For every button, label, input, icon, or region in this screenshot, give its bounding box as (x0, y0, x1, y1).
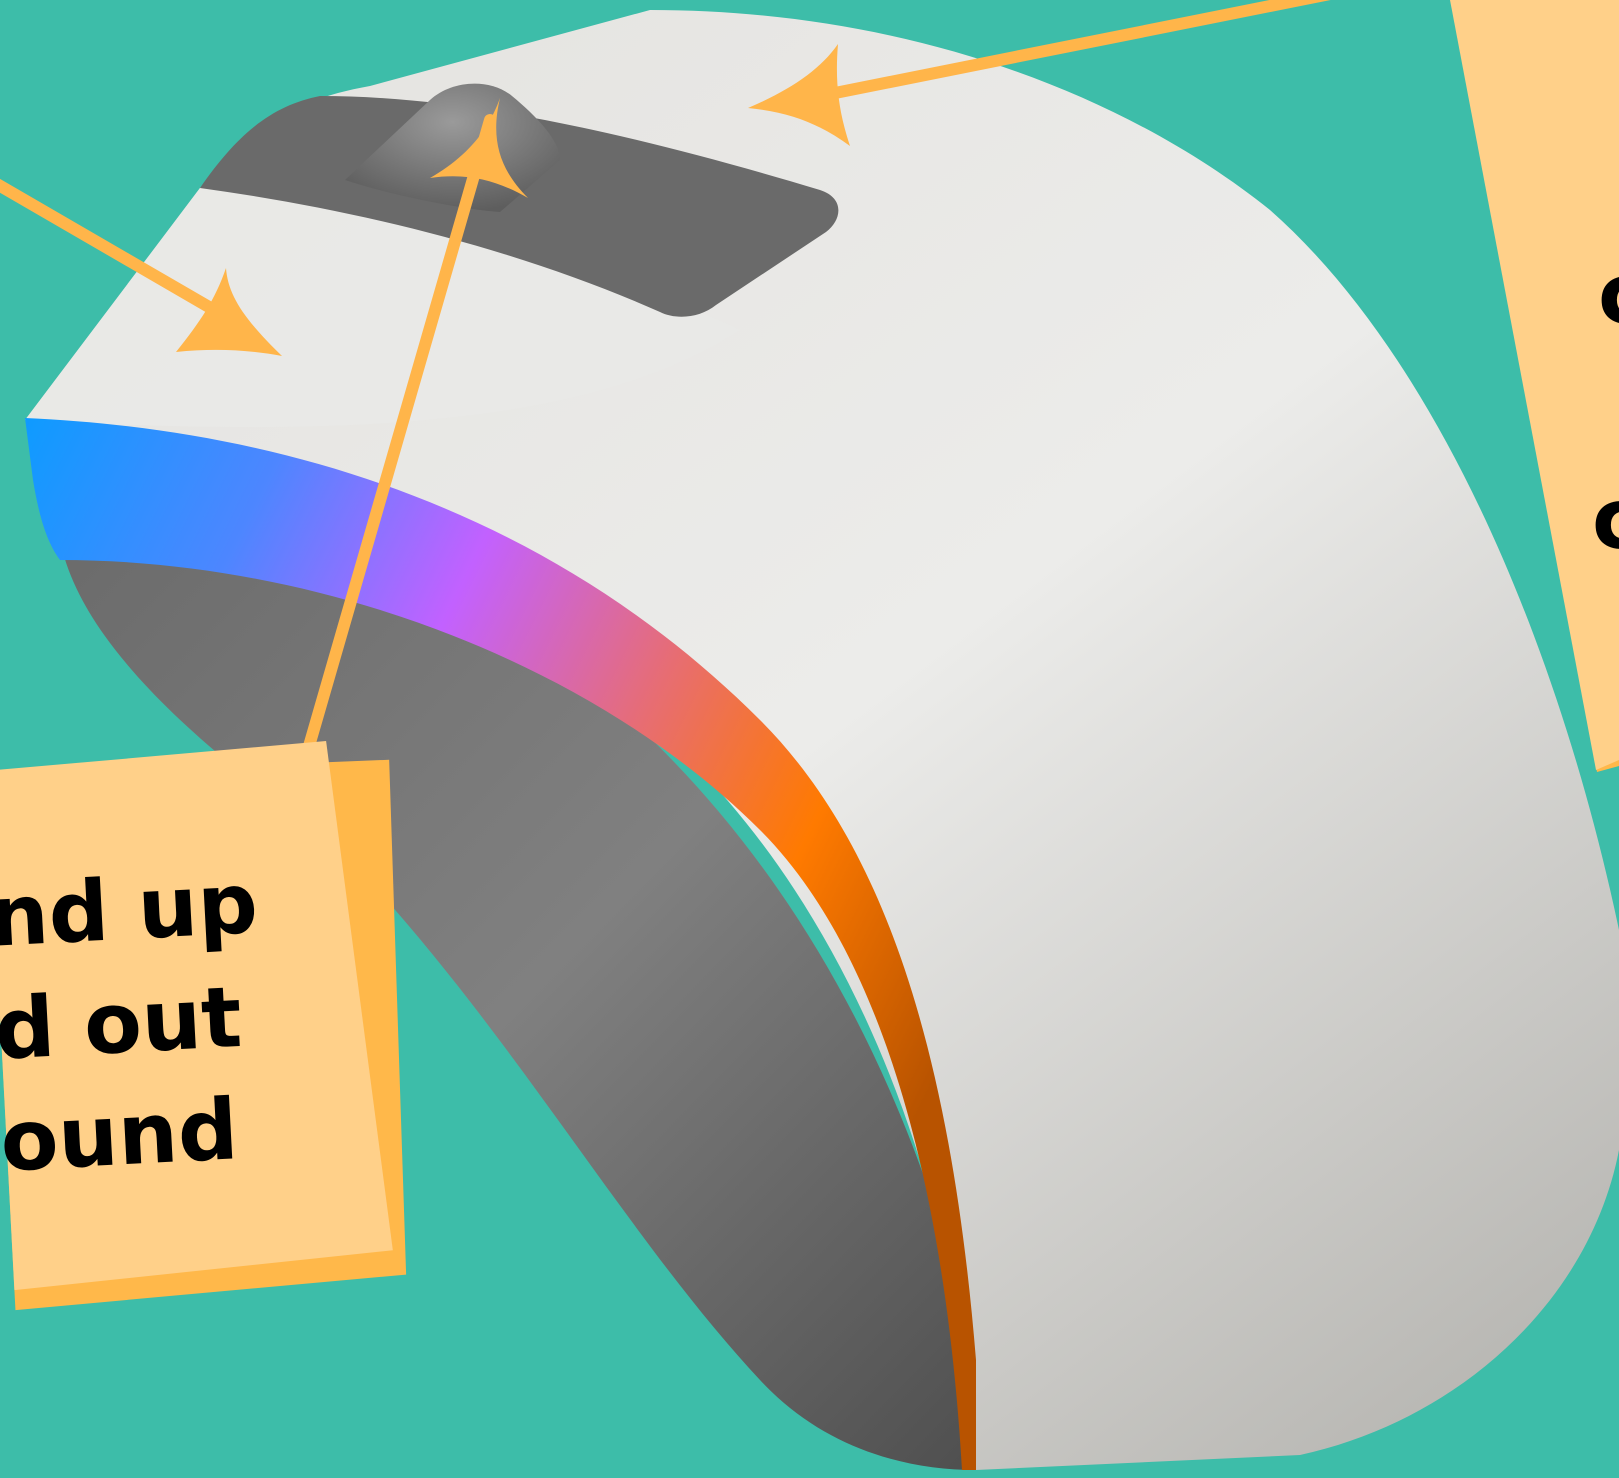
note-left-line-2: d out (0, 968, 244, 1079)
note-right-line-1: c (1598, 245, 1619, 343)
note-right-line-2: c (1592, 470, 1619, 568)
note-left-line-3: ound (0, 1080, 240, 1190)
note-left-line-1: nd up (0, 854, 260, 966)
sticky-note-left: nd up d out ound (0, 738, 417, 1311)
